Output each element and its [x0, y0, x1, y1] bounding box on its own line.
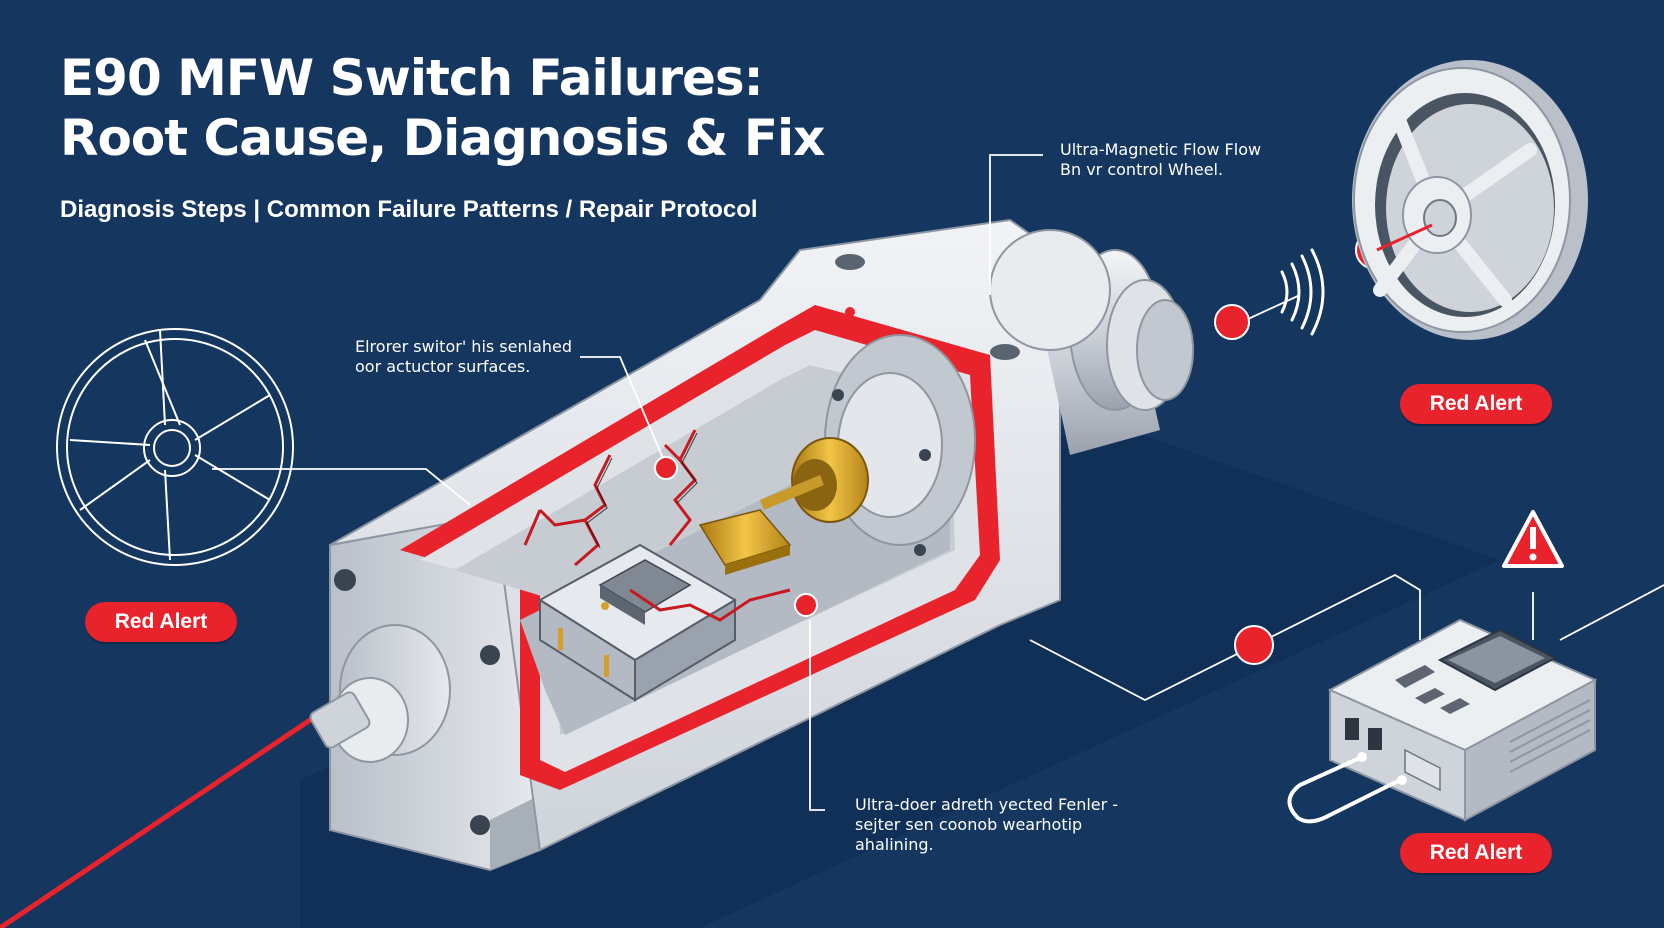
red-wire: [0, 697, 342, 928]
crack-lines: [523, 429, 791, 622]
red-alert-badge-top-right: Red Alert: [1400, 384, 1552, 424]
rotor-assembly: [698, 334, 976, 575]
crack-shadows: [586, 432, 698, 549]
title-line-2: Root Cause, Diagnosis & Fix: [60, 109, 825, 167]
red-alert-badge-bottom-right: Red Alert: [1400, 833, 1552, 873]
warning-triangle-icon: [1502, 510, 1564, 568]
callout-top-right: Ultra-Magnetic Flow Flow Bn vr control W…: [1060, 140, 1261, 180]
callout-bottom-line-1: Ultra-doer adreth yected Fenler -: [855, 795, 1119, 814]
steering-wheel-icon: [1352, 60, 1588, 340]
callout-bottom-line-2: sejter sen coonob wearhotip: [855, 815, 1083, 834]
callout-bottom: Ultra-doer adreth yected Fenler - sejter…: [855, 795, 1118, 855]
switch-module: [538, 543, 737, 702]
callout-upper-left: Elrorer switor' his senlahed oor actucto…: [355, 337, 572, 377]
title-line-1: E90 MFW Switch Failures:: [60, 49, 764, 107]
steering-wheel-outline-icon: [56, 328, 294, 566]
callout-top-right-line-1: Ultra-Magnetic Flow Flow: [1060, 140, 1262, 159]
callout-upper-left-line-1: Elrorer switor' his senlahed: [355, 337, 573, 356]
red-alert-badge-left: Red Alert: [85, 602, 237, 642]
callout-top-right-line-2: Bn vr control Wheel.: [1060, 160, 1224, 179]
page-subtitle: Diagnosis Steps | Common Failure Pattern…: [60, 196, 758, 223]
callout-lines: [212, 154, 1664, 811]
callout-bottom-line-3: ahalining.: [855, 835, 934, 854]
wireless-signal-icon: [1280, 248, 1325, 336]
callout-upper-left-line-2: oor actuctor surfaces.: [355, 357, 531, 376]
rear-cylinder: [989, 229, 1194, 455]
control-module-icon: [1287, 618, 1598, 824]
page-title: E90 MFW Switch Failures: Root Cause, Dia…: [60, 48, 825, 168]
